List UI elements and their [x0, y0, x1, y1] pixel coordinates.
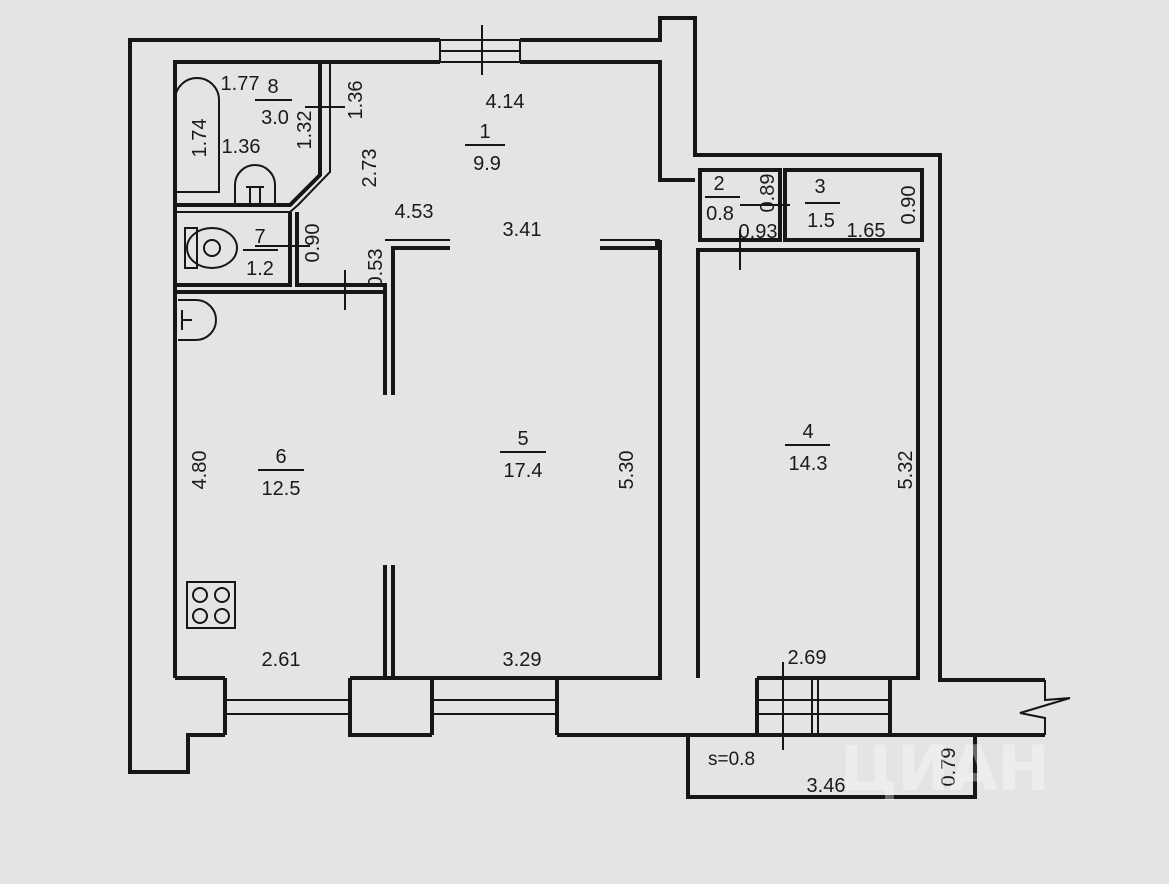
label-dimensions-d-530: 5.30 [616, 451, 638, 490]
label-dimensions-d-341: 3.41 [503, 219, 542, 241]
label-dimensions-d-273: 2.73 [359, 149, 381, 188]
dimension-ticks [255, 25, 790, 750]
fixtures [174, 77, 276, 629]
label-dimensions-d-174: 1.74 [189, 119, 211, 158]
label-dimensions-d-346: 3.46 [807, 775, 846, 797]
label-dimensions-d-177: 1.77 [221, 73, 260, 95]
room-label-2: 20.8 [705, 173, 740, 225]
label-dimensions-d-480: 4.80 [189, 451, 211, 490]
label-dimensions-d-269: 2.69 [788, 647, 827, 669]
room-label-7: 71.2 [243, 226, 278, 280]
label-dimensions-d-053: 0.53 [365, 249, 387, 288]
bathtub-icon [174, 77, 220, 193]
watermark: ЦИАН [840, 732, 1049, 805]
label-rooms-6-area: 1.2 [246, 258, 274, 280]
stove-icon [186, 581, 236, 629]
label-dimensions-d-165: 1.65 [847, 220, 886, 242]
label-dimensions-d-453: 4.53 [395, 201, 434, 223]
label-dimensions-d-132: 1.32 [294, 111, 316, 150]
balcony [686, 733, 977, 799]
label-dimensions-d-136a: 1.36 [222, 136, 261, 158]
label-rooms-5-number: 6 [275, 446, 286, 468]
label-rooms-5-area: 12.5 [262, 478, 301, 500]
balcony-area: s=0.8 [708, 749, 755, 770]
kitchen-sink-icon [178, 299, 217, 341]
label-dimensions-d-079: 0.79 [938, 748, 960, 787]
label-rooms-1-number: 2 [713, 173, 724, 195]
label-rooms-0-area: 9.9 [473, 153, 501, 175]
label-rooms-4-area: 17.4 [504, 460, 543, 482]
room-label-8: 83.0 [255, 76, 292, 129]
label-dimensions-d-329: 3.29 [503, 649, 542, 671]
dimension-labels: 1.77 1.36 4.14 4.53 3.41 0.93 1.65 2.61 … [189, 73, 960, 797]
label-dimensions-d-093: 0.93 [739, 221, 778, 243]
label-rooms-1-area: 0.8 [706, 203, 734, 225]
room-label-1: 19.9 [465, 121, 505, 175]
label-dimensions-d-414: 4.14 [486, 91, 525, 113]
label-rooms-3-number: 4 [802, 421, 813, 443]
label-rooms-0-number: 1 [479, 121, 490, 143]
label-dimensions-d-136b: 1.36 [345, 81, 367, 120]
room-label-5: 517.4 [500, 428, 546, 482]
label-dimensions-d-089: 0.89 [757, 174, 779, 213]
label-dimensions-d-261: 2.61 [262, 649, 301, 671]
windows [225, 39, 890, 735]
label-rooms-2-area: 1.5 [807, 210, 835, 232]
label-rooms-3-area: 14.3 [789, 453, 828, 475]
label-dimensions-d-090a: 0.90 [302, 224, 324, 263]
room-label-4: 414.3 [785, 421, 830, 475]
label-rooms-7-area: 3.0 [261, 107, 289, 129]
outer-walls [128, 16, 1071, 774]
label-dimensions-d-090b: 0.90 [898, 186, 920, 225]
label-rooms-6-number: 7 [254, 226, 265, 248]
room-label-3: 31.5 [805, 176, 840, 232]
sink-icon [234, 164, 276, 205]
room-label-6: 612.5 [258, 446, 304, 500]
label-rooms-7-number: 8 [267, 76, 278, 98]
label-rooms-4-number: 5 [517, 428, 528, 450]
toilet-icon [184, 227, 238, 269]
label-rooms-2-number: 3 [814, 176, 825, 198]
label-dimensions-d-532: 5.32 [895, 451, 917, 490]
